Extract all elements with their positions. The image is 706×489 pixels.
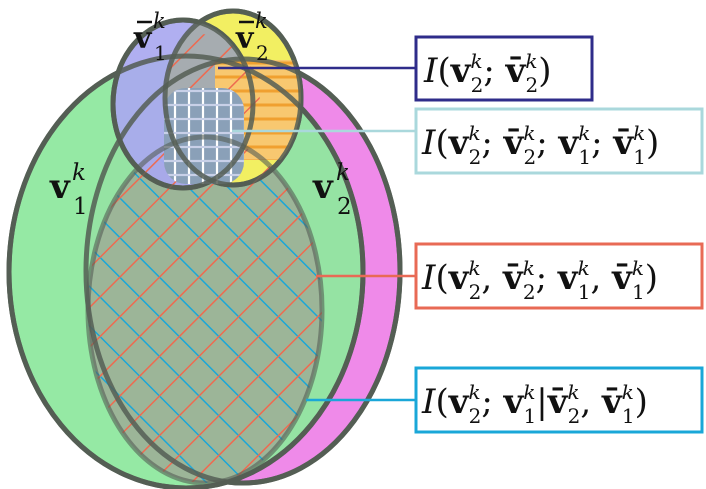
svg-text:2: 2	[256, 41, 269, 65]
svg-text:2: 2	[337, 194, 352, 220]
hatch-red-lower	[88, 137, 322, 483]
svg-text:v: v	[235, 21, 255, 56]
outline-inner	[85, 134, 325, 486]
svg-text:v: v	[133, 21, 153, 56]
svg-text:k: k	[255, 9, 268, 33]
svg-text:k: k	[153, 9, 166, 33]
svg-text:I(vk2; v̄k2): I(vk2; v̄k2)	[423, 49, 551, 97]
set-label-vbar1: v k 1	[133, 9, 167, 65]
svg-text:I(vk2; vk1|v̄k2, v̄k1): I(vk2; vk1|v̄k2, v̄k1)	[421, 380, 648, 428]
svg-text:1: 1	[73, 194, 88, 220]
outline-vbar2	[162, 8, 304, 188]
svg-text:1: 1	[154, 41, 167, 65]
svg-text:v: v	[49, 167, 71, 207]
svg-text:I(vk2, v̄k2; vk1, v̄k1): I(vk2, v̄k2; vk1, v̄k1)	[421, 256, 658, 304]
svg-text:v: v	[312, 167, 334, 207]
outline-v1	[6, 53, 366, 489]
set-label-v2: v k 2	[312, 160, 352, 220]
set-label-v1: v k 1	[49, 160, 88, 220]
svg-text:k: k	[336, 160, 350, 186]
set-label-vbar2: v k 2	[235, 9, 269, 65]
svg-text:I(vk2; v̄k2; vk1; v̄k1): I(vk2; v̄k2; vk1; v̄k1)	[421, 121, 659, 169]
svg-text:k: k	[72, 160, 86, 186]
outline-vbar1	[110, 17, 256, 191]
